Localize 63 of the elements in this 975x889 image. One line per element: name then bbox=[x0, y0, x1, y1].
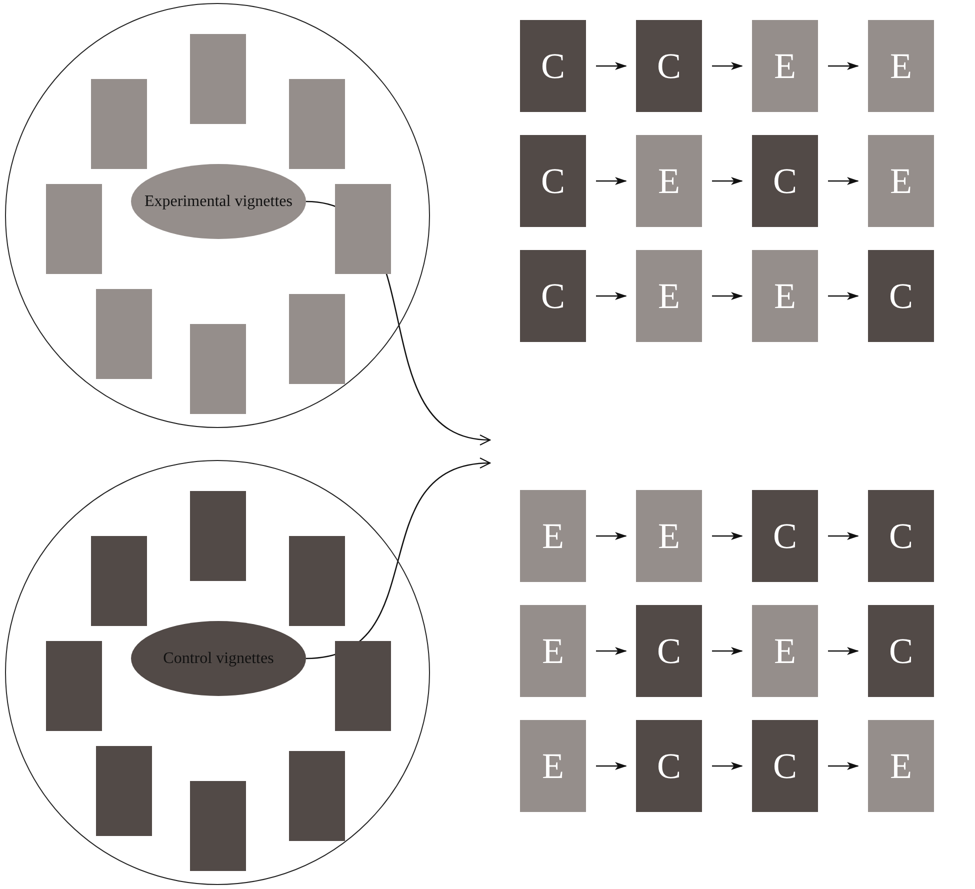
curved-arrow bbox=[306, 458, 491, 660]
arrow bbox=[712, 62, 743, 70]
vignette-block bbox=[289, 751, 345, 841]
vignette-block bbox=[96, 289, 152, 379]
condition-tile: E bbox=[636, 135, 702, 227]
condition-tile: C bbox=[868, 250, 934, 342]
condition-tile: E bbox=[868, 720, 934, 812]
arrow bbox=[828, 762, 859, 770]
arrow bbox=[712, 532, 743, 540]
condition-tile: C bbox=[752, 135, 818, 227]
group-circle bbox=[5, 3, 430, 428]
arrow bbox=[596, 647, 627, 655]
condition-tile: E bbox=[636, 250, 702, 342]
label-oval: Experimental vignettes bbox=[131, 164, 306, 239]
condition-tile: E bbox=[752, 605, 818, 697]
condition-tile: C bbox=[520, 250, 586, 342]
vignette-block bbox=[190, 34, 246, 124]
condition-tile: C bbox=[520, 20, 586, 112]
vignette-block bbox=[190, 491, 246, 581]
arrow bbox=[828, 177, 859, 185]
condition-tile: C bbox=[868, 605, 934, 697]
arrow bbox=[828, 647, 859, 655]
arrow bbox=[596, 532, 627, 540]
condition-tile: C bbox=[636, 720, 702, 812]
condition-tile: E bbox=[636, 490, 702, 582]
vignette-block bbox=[96, 746, 152, 836]
arrow bbox=[712, 762, 743, 770]
arrow bbox=[828, 292, 859, 300]
arrow bbox=[596, 762, 627, 770]
vignette-block bbox=[289, 294, 345, 384]
label-oval: Control vignettes bbox=[131, 621, 306, 696]
condition-tile: E bbox=[520, 605, 586, 697]
condition-tile: E bbox=[520, 490, 586, 582]
condition-tile: E bbox=[868, 135, 934, 227]
condition-tile: E bbox=[520, 720, 586, 812]
condition-tile: C bbox=[636, 20, 702, 112]
condition-tile: C bbox=[752, 490, 818, 582]
vignette-block bbox=[91, 536, 147, 626]
vignette-block bbox=[46, 641, 102, 731]
vignette-block bbox=[46, 184, 102, 274]
arrow bbox=[712, 177, 743, 185]
condition-tile: C bbox=[752, 720, 818, 812]
vignette-block bbox=[335, 184, 391, 274]
arrow bbox=[828, 62, 859, 70]
condition-tile: E bbox=[752, 250, 818, 342]
arrow bbox=[596, 177, 627, 185]
vignette-block bbox=[91, 79, 147, 169]
condition-tile: E bbox=[868, 20, 934, 112]
vignette-block bbox=[190, 781, 246, 871]
arrow bbox=[712, 647, 743, 655]
vignette-block bbox=[289, 79, 345, 169]
condition-tile: E bbox=[752, 20, 818, 112]
vignette-block bbox=[289, 536, 345, 626]
arrow bbox=[828, 532, 859, 540]
condition-tile: C bbox=[868, 490, 934, 582]
arrow bbox=[712, 292, 743, 300]
group-circle bbox=[5, 460, 430, 885]
condition-tile: C bbox=[520, 135, 586, 227]
arrow bbox=[596, 62, 627, 70]
vignette-block bbox=[335, 641, 391, 731]
condition-tile: C bbox=[636, 605, 702, 697]
vignette-block bbox=[190, 324, 246, 414]
arrow bbox=[596, 292, 627, 300]
